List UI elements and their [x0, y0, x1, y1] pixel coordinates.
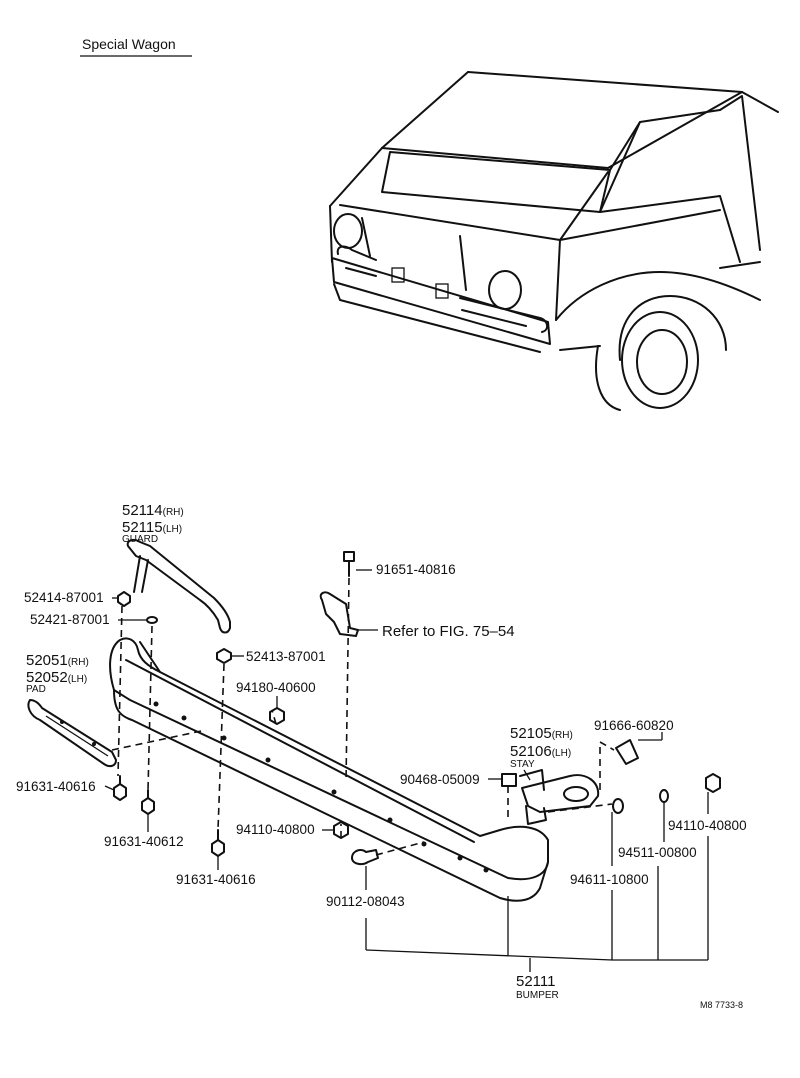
part-90112-label: 90112-08043: [326, 894, 405, 909]
pad-rh-label: 52051(RH): [26, 652, 89, 669]
leader-lines: [104, 569, 709, 972]
assembly-lines: [111, 577, 615, 856]
diagram-title: Special Wagon: [82, 36, 176, 52]
fasteners: [113, 551, 721, 866]
part-91631-40612-label: 91631-40612: [104, 834, 184, 849]
guard-name-label: GUARD: [122, 534, 158, 545]
part-labels: 52114(RH) 52115(LH) GUARD 52414-87001 52…: [16, 502, 747, 1010]
part-94611-label: 94611-10800: [570, 872, 649, 887]
vehicle-illustration: [329, 71, 779, 411]
bracket-part: [319, 591, 359, 637]
bumper-name-label: BUMPER: [516, 990, 559, 1001]
stay-lh-label: 52106(LH): [510, 743, 571, 760]
part-91631-40616b-label: 91631-40616: [176, 872, 256, 887]
part-52421-label: 52421-87001: [30, 612, 110, 627]
guard-rh-label: 52114(RH): [122, 502, 184, 519]
part-52414-label: 52414-87001: [24, 590, 104, 605]
part-52413-label: 52413-87001: [246, 649, 326, 664]
part-91651-label: 91651-40816: [376, 562, 456, 577]
pad-part: [27, 699, 117, 768]
part-91631-40616a-label: 91631-40616: [16, 779, 96, 794]
part-90468-label: 90468-05009: [400, 772, 480, 787]
guard-lh-label: 52115(LH): [122, 519, 182, 536]
part-94511-label: 94511-00800: [618, 845, 697, 860]
stay-rh-label: 52105(RH): [510, 725, 573, 742]
part-94110-b-label: 94110-40800: [668, 818, 747, 833]
refer-note-label: Refer to FIG. 75–54: [382, 623, 515, 640]
part-94110-a-label: 94110-40800: [236, 822, 315, 837]
bumper-number-label: 52111: [516, 973, 556, 990]
stay-name-label: STAY: [510, 759, 535, 770]
pad-lh-label: 52052(LH): [26, 669, 87, 686]
guard-part: [126, 538, 231, 634]
pad-name-label: PAD: [26, 684, 46, 695]
bumper-part: [109, 637, 549, 902]
figure-code-label: M8 7733-8: [700, 1000, 743, 1010]
part-91666-label: 91666-60820: [594, 718, 674, 733]
stay-part: [519, 769, 600, 825]
part-94180-label: 94180-40600: [236, 680, 316, 695]
